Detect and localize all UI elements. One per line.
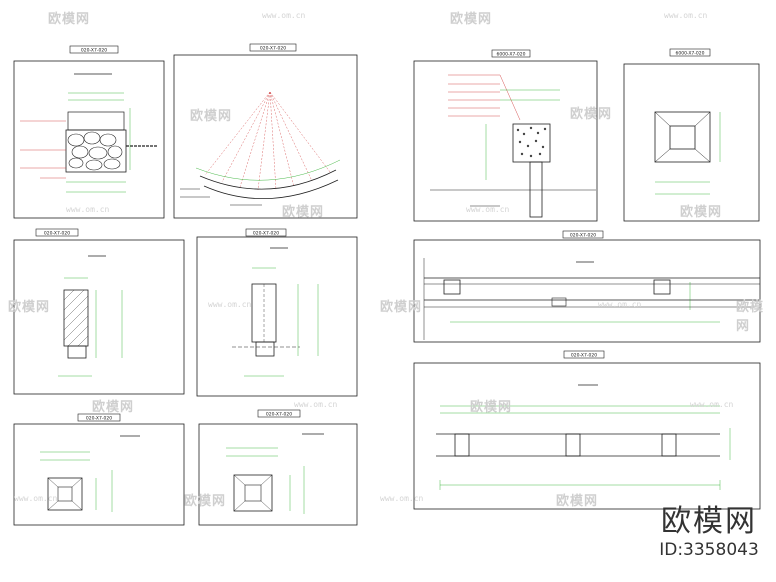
panel-8-tag: 020-X7-020 <box>571 353 597 359</box>
watermark-url: www.om.cn <box>466 205 510 214</box>
watermark-logo: 欧模网 <box>8 300 51 315</box>
panel-5-tag: 020-X7-020 <box>44 231 70 237</box>
watermark-url: www.om.cn <box>262 11 306 20</box>
panel-7-rail-elevation: 020-X7-020 <box>413 230 761 343</box>
panel-8-rail-plan: 020-X7-020 <box>413 350 761 510</box>
panel-7-tag: 020-X7-020 <box>570 233 596 239</box>
watermark-logo: 欧模网 <box>470 400 513 415</box>
watermark-url: www.om.cn <box>66 205 110 214</box>
watermark-logo: 欧模网 <box>48 12 91 27</box>
panel-3-elevation-section: 6000-X7-020 <box>413 49 598 222</box>
watermark-logo: 欧模网 <box>570 107 613 122</box>
watermark-url: www.om.cn <box>380 494 424 503</box>
panel-9-tag: 020-X7-020 <box>86 416 112 422</box>
panel-1-curb-section: 020-X7-020 <box>13 45 165 219</box>
watermark-logo: 欧模网 <box>450 12 493 27</box>
panel-10-tag: 020-X7-020 <box>266 412 292 418</box>
watermark-url: www.om.cn <box>294 400 338 409</box>
panel-2-tag: 020-X7-020 <box>260 46 286 52</box>
watermark-logo: 欧模网 <box>380 300 423 315</box>
watermark-logo: 欧模网 <box>92 400 135 415</box>
brand-stamp: 欧模网 ID:3358043 <box>650 505 768 561</box>
watermark-url: www.om.cn <box>598 300 642 309</box>
panel-6-tag: 020-X7-020 <box>253 231 279 237</box>
brand-id: ID:3358043 <box>659 540 759 560</box>
watermark-logo: 欧模网 <box>282 205 325 220</box>
panel-3-tag: 6000-X7-020 <box>496 52 525 58</box>
watermark-logo: 欧模网 <box>736 300 765 334</box>
panel-6-post-elevation: 020-X7-020 <box>196 228 358 397</box>
panel-4-square-plan: 6000-X7-020 <box>623 48 760 222</box>
watermark-url: www.om.cn <box>208 300 252 309</box>
panel-5-post-elevation: 020-X7-020 <box>13 228 185 395</box>
panel-10-post-top-plan: 020-X7-020 <box>198 409 358 526</box>
watermark-url: www.om.cn <box>14 494 58 503</box>
watermark-logo: 欧模网 <box>190 109 233 124</box>
panel-4-tag: 6000-X7-020 <box>675 51 704 57</box>
watermark-url: www.om.cn <box>664 11 708 20</box>
panel-2-fan-layout: 020-X7-020 <box>173 43 358 219</box>
brand-title: 欧模网 <box>661 504 757 539</box>
watermark-url: www.om.cn <box>690 400 734 409</box>
watermark-logo: 欧模网 <box>680 205 723 220</box>
panel-1-tag: 020-X7-020 <box>81 48 107 54</box>
watermark-logo: 欧模网 <box>184 494 227 509</box>
panel-9-post-top-plan: 020-X7-020 <box>13 413 185 526</box>
watermark-logo: 欧模网 <box>556 494 599 509</box>
